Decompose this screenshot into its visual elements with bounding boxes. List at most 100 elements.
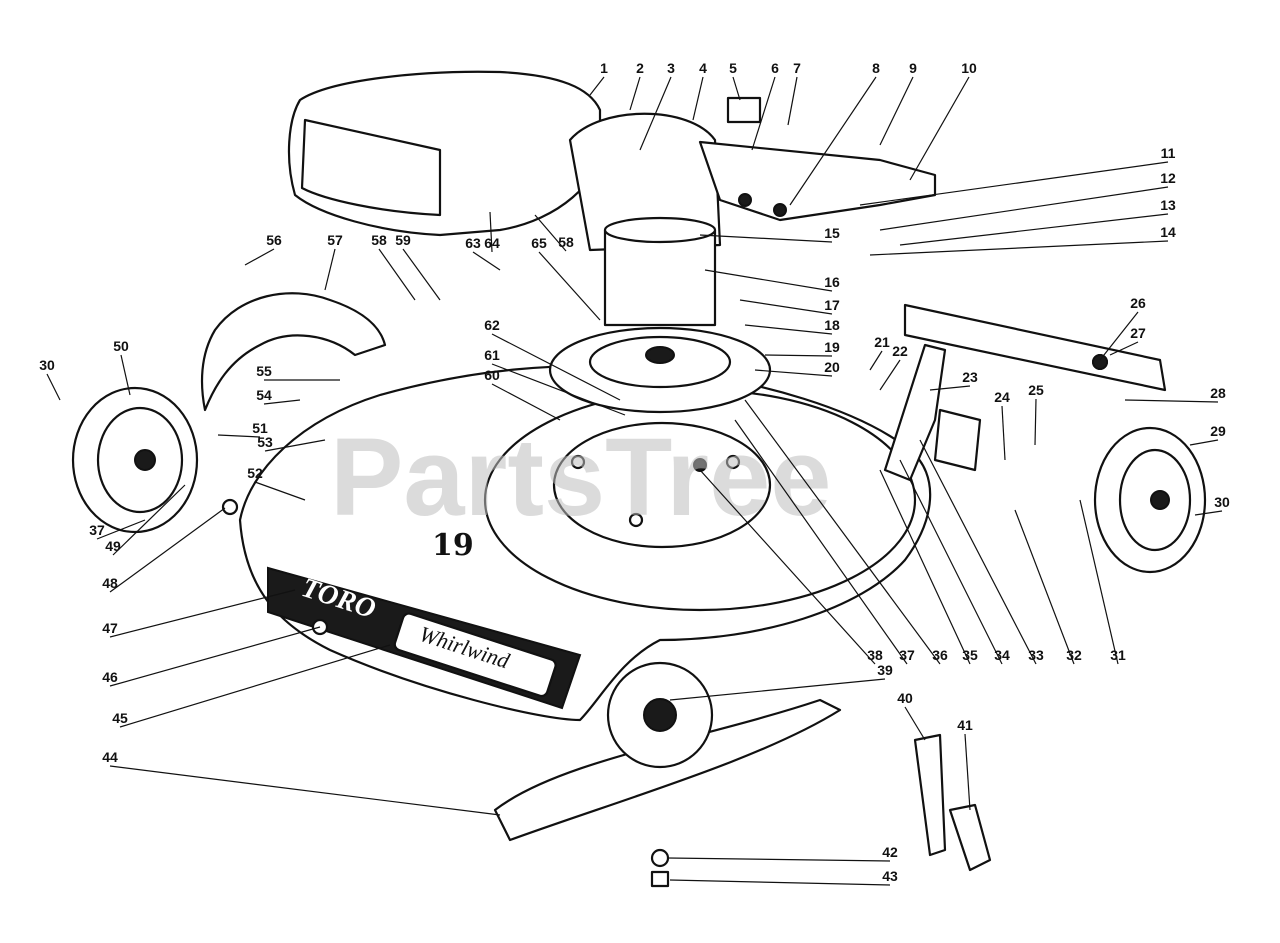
leader-line-c56 [244, 248, 275, 266]
leader-line-c27 [1109, 341, 1139, 356]
leader-line-c54 [263, 399, 301, 405]
callout-c49: 49 [105, 538, 121, 554]
leader-line-c34 [899, 459, 1003, 665]
callout-c59: 59 [395, 232, 411, 248]
leader-line-c38 [699, 469, 876, 665]
leader-line-c39 [669, 678, 886, 701]
callout-c50: 50 [113, 338, 129, 354]
leader-line-c13 [899, 213, 1169, 246]
callout-c44: 44 [102, 749, 118, 765]
leader-lines [46, 76, 1223, 886]
callout-c30b: 30 [1214, 494, 1230, 510]
leader-line-c33 [919, 439, 1037, 665]
leader-line-c46 [109, 626, 321, 687]
leader-line-c18 [744, 324, 833, 335]
callout-c4: 4 [699, 60, 707, 76]
callout-c40: 40 [897, 690, 913, 706]
leader-line-c44 [109, 765, 501, 816]
callout-c48: 48 [102, 575, 118, 591]
callout-c54: 54 [256, 387, 272, 403]
leader-line-c65 [538, 251, 601, 321]
leader-line-c24 [1001, 405, 1006, 461]
callout-c20: 20 [824, 359, 840, 375]
leader-line-c30a [46, 373, 61, 401]
callout-c60: 60 [484, 367, 500, 383]
callout-c64: 64 [484, 235, 500, 251]
leader-line-c20 [754, 369, 833, 377]
leader-line-c7 [787, 76, 798, 126]
callout-c30a: 30 [39, 357, 55, 373]
callout-c17: 17 [824, 297, 840, 313]
leader-line-c3 [639, 76, 672, 151]
callout-c51: 51 [252, 420, 268, 436]
callout-c6: 6 [771, 60, 779, 76]
callout-c21: 21 [874, 334, 890, 350]
callout-c22: 22 [892, 343, 908, 359]
callout-c11: 11 [1161, 145, 1176, 161]
callout-c31: 31 [1110, 647, 1126, 663]
callout-c52: 52 [247, 465, 263, 481]
leader-line-c35 [879, 469, 971, 665]
callout-c55: 55 [256, 363, 272, 379]
callout-c39: 39 [877, 662, 893, 678]
callout-c18: 18 [824, 317, 840, 333]
callout-c41: 41 [957, 717, 973, 733]
callout-c43: 43 [882, 868, 898, 884]
leader-line-c32 [1014, 509, 1075, 665]
leader-line-c45 [119, 644, 391, 728]
leader-line-c31 [1079, 499, 1119, 665]
leader-line-c36 [744, 399, 941, 665]
leader-line-c1 [589, 76, 605, 96]
leader-line-c64 [489, 211, 493, 253]
callout-c35: 35 [962, 647, 978, 663]
callout-c33: 33 [1028, 647, 1044, 663]
callout-c62: 62 [484, 317, 500, 333]
callout-c14: 14 [1160, 224, 1176, 240]
callout-c5: 5 [729, 60, 737, 76]
leader-line-c9 [879, 76, 914, 146]
leader-line-c48 [109, 507, 226, 593]
leader-line-c4 [692, 76, 704, 121]
callout-c28: 28 [1210, 385, 1226, 401]
callout-c1: 1 [600, 60, 608, 76]
callout-c16: 16 [824, 274, 840, 290]
leader-line-c10 [909, 76, 970, 181]
leader-line-c21 [869, 350, 883, 371]
callout-c57: 57 [327, 232, 343, 248]
leader-line-c29 [1189, 439, 1219, 446]
leader-line-c14 [869, 240, 1169, 256]
callout-c25: 25 [1028, 382, 1044, 398]
callout-c26: 26 [1130, 295, 1146, 311]
leader-line-c17 [739, 299, 833, 315]
leader-line-c50 [120, 354, 131, 396]
callout-c45: 45 [112, 710, 128, 726]
leader-line-c49 [112, 484, 186, 556]
callout-c19: 19 [824, 339, 840, 355]
leader-line-c25 [1034, 398, 1037, 446]
rear-brackets [913, 733, 992, 872]
callout-c37b: 37 [899, 647, 915, 663]
leader-line-c59 [402, 248, 441, 301]
leader-line-c62 [491, 333, 621, 401]
callout-c15: 15 [824, 225, 840, 241]
leader-line-c15 [699, 234, 833, 243]
leader-line-c2 [629, 76, 641, 111]
callout-c29: 29 [1210, 423, 1226, 439]
leader-line-c58a [378, 248, 416, 301]
engine-hood [287, 70, 602, 237]
callout-c3: 3 [667, 60, 675, 76]
callout-c24: 24 [994, 389, 1010, 405]
callout-c2: 2 [636, 60, 644, 76]
leader-line-c37a [96, 519, 146, 540]
leader-line-c58b [534, 214, 567, 252]
leader-line-c42 [667, 857, 891, 862]
leader-line-c26 [1099, 311, 1139, 361]
callout-c7: 7 [793, 60, 801, 76]
leader-line-c51 [217, 434, 261, 438]
grass-deflector [200, 292, 387, 412]
leader-line-c11 [859, 161, 1169, 206]
leader-line-c47 [109, 589, 296, 638]
leader-line-c23 [929, 385, 971, 391]
callout-c38: 38 [867, 647, 883, 663]
